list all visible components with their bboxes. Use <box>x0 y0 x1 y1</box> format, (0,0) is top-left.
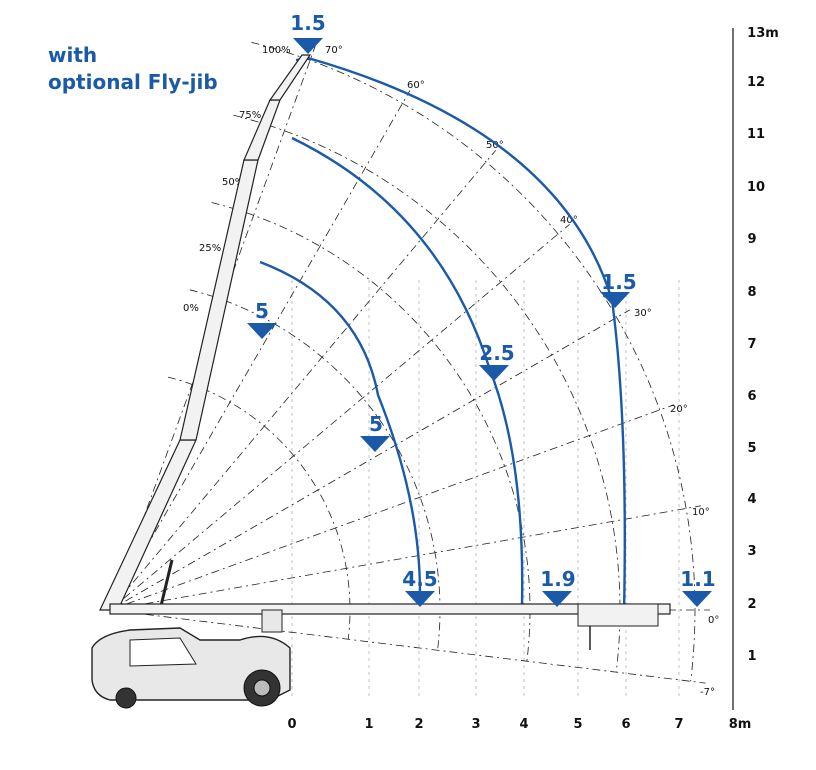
angle-line <box>109 505 701 611</box>
capacity-marker <box>682 591 712 607</box>
load-curve-25 <box>259 260 422 594</box>
angle-label-20: 20° <box>670 404 688 415</box>
extension-label-25: 25% <box>199 243 221 254</box>
angle-line <box>109 224 570 611</box>
capacity-marker <box>405 591 435 607</box>
capacity-label: 4.5 <box>402 567 437 591</box>
capacity-label: 1.1 <box>680 567 715 591</box>
capacity-markers: 1.5 1.5 2.5 5 5 4.5 1.9 1.1 <box>247 11 716 607</box>
y-tick-label: 5 <box>747 441 756 456</box>
boom-upper <box>243 99 281 161</box>
y-tick-label: 12 <box>747 75 765 90</box>
y-tick-label: 2 <box>747 597 756 612</box>
boom-middle <box>179 159 259 441</box>
angle-label-40: 40° <box>560 215 578 226</box>
angle-line <box>109 150 496 611</box>
x-tick-label: 5 <box>573 717 582 732</box>
extension-arc <box>251 41 696 682</box>
angle-line <box>109 90 411 611</box>
x-tick-label: 1 <box>364 717 373 732</box>
extension-arc <box>211 202 531 662</box>
y-axis-unit-label: 13m <box>747 26 779 41</box>
x-tick-label: 2 <box>414 717 423 732</box>
front-wheel <box>115 687 137 709</box>
extension-label-0: 0% <box>183 303 199 314</box>
capacity-marker <box>479 365 509 381</box>
angle-line <box>109 609 706 684</box>
angle-label-0: 0° <box>708 615 719 626</box>
title-line-1: with <box>48 43 98 67</box>
angle-labels: 70° 60° 50° 40° 30° 20° 10° 0° -7° <box>325 45 719 698</box>
chart-title: with optional Fly-jib <box>48 42 218 96</box>
capacity-label: 1.9 <box>540 567 575 591</box>
x-tick-label: 0 <box>287 717 296 732</box>
angle-label-60: 60° <box>407 80 425 91</box>
capacity-label: 5 <box>255 299 269 323</box>
x-tick-label: 3 <box>471 717 480 732</box>
capacity-marker <box>600 292 630 308</box>
y-tick-label: 1 <box>747 649 756 664</box>
y-tick-label: 6 <box>747 389 756 404</box>
capacity-marker <box>247 323 277 339</box>
x-axis-unit-label: 8m <box>729 717 752 732</box>
y-tick-label: 10 <box>747 180 765 195</box>
horizontal-boom-tip <box>577 603 659 627</box>
extension-label-75: 75% <box>239 110 261 121</box>
load-curve-100 <box>307 56 626 613</box>
extension-label-100: 100% <box>262 45 291 56</box>
capacity-label: 5 <box>369 412 383 436</box>
rear-wheel-hub <box>253 679 271 697</box>
angle-label-minus-7: -7° <box>700 687 715 698</box>
extension-arc <box>189 289 441 651</box>
y-axis-ticks: 1 2 3 4 5 6 7 8 9 10 11 12 13m <box>747 26 779 664</box>
x-tick-label: 4 <box>519 717 528 732</box>
extension-labels: 100% 75% 50% 25% 0% <box>183 45 291 314</box>
capacity-label: 2.5 <box>479 341 514 365</box>
extension-arc <box>167 376 351 640</box>
fly-jib <box>268 54 312 101</box>
angle-label-10: 10° <box>692 507 710 518</box>
capacity-marker <box>293 38 323 54</box>
extension-arc <box>233 114 621 673</box>
angle-label-50: 50° <box>486 140 504 151</box>
x-tick-label: 7 <box>674 717 683 732</box>
y-tick-label: 9 <box>747 232 756 247</box>
angle-label-30: 30° <box>634 308 652 319</box>
horizontal-boom <box>109 603 671 615</box>
load-curves <box>259 56 626 613</box>
capacity-marker <box>542 591 572 607</box>
y-tick-label: 4 <box>747 492 756 507</box>
extension-label-50: 50% <box>222 177 244 188</box>
capacity-marker <box>360 436 390 452</box>
outrigger-block <box>261 609 283 633</box>
capacity-label: 1.5 <box>601 270 636 294</box>
y-tick-label: 3 <box>747 544 756 559</box>
angle-line <box>109 404 674 611</box>
angle-line <box>109 309 630 611</box>
y-tick-label: 8 <box>747 285 756 300</box>
cab-window <box>129 637 197 667</box>
grid-layer <box>109 41 710 700</box>
capacity-label: 1.5 <box>290 11 325 35</box>
y-tick-label: 7 <box>747 337 756 352</box>
title-line-2: optional Fly-jib <box>48 70 218 94</box>
crane-machine <box>91 54 671 709</box>
y-tick-label: 11 <box>747 127 765 142</box>
boom-hydraulic <box>158 559 174 611</box>
angle-label-70: 70° <box>325 45 343 56</box>
x-tick-label: 6 <box>621 717 630 732</box>
x-axis-ticks: 0 1 2 3 4 5 6 7 8m <box>287 717 751 732</box>
